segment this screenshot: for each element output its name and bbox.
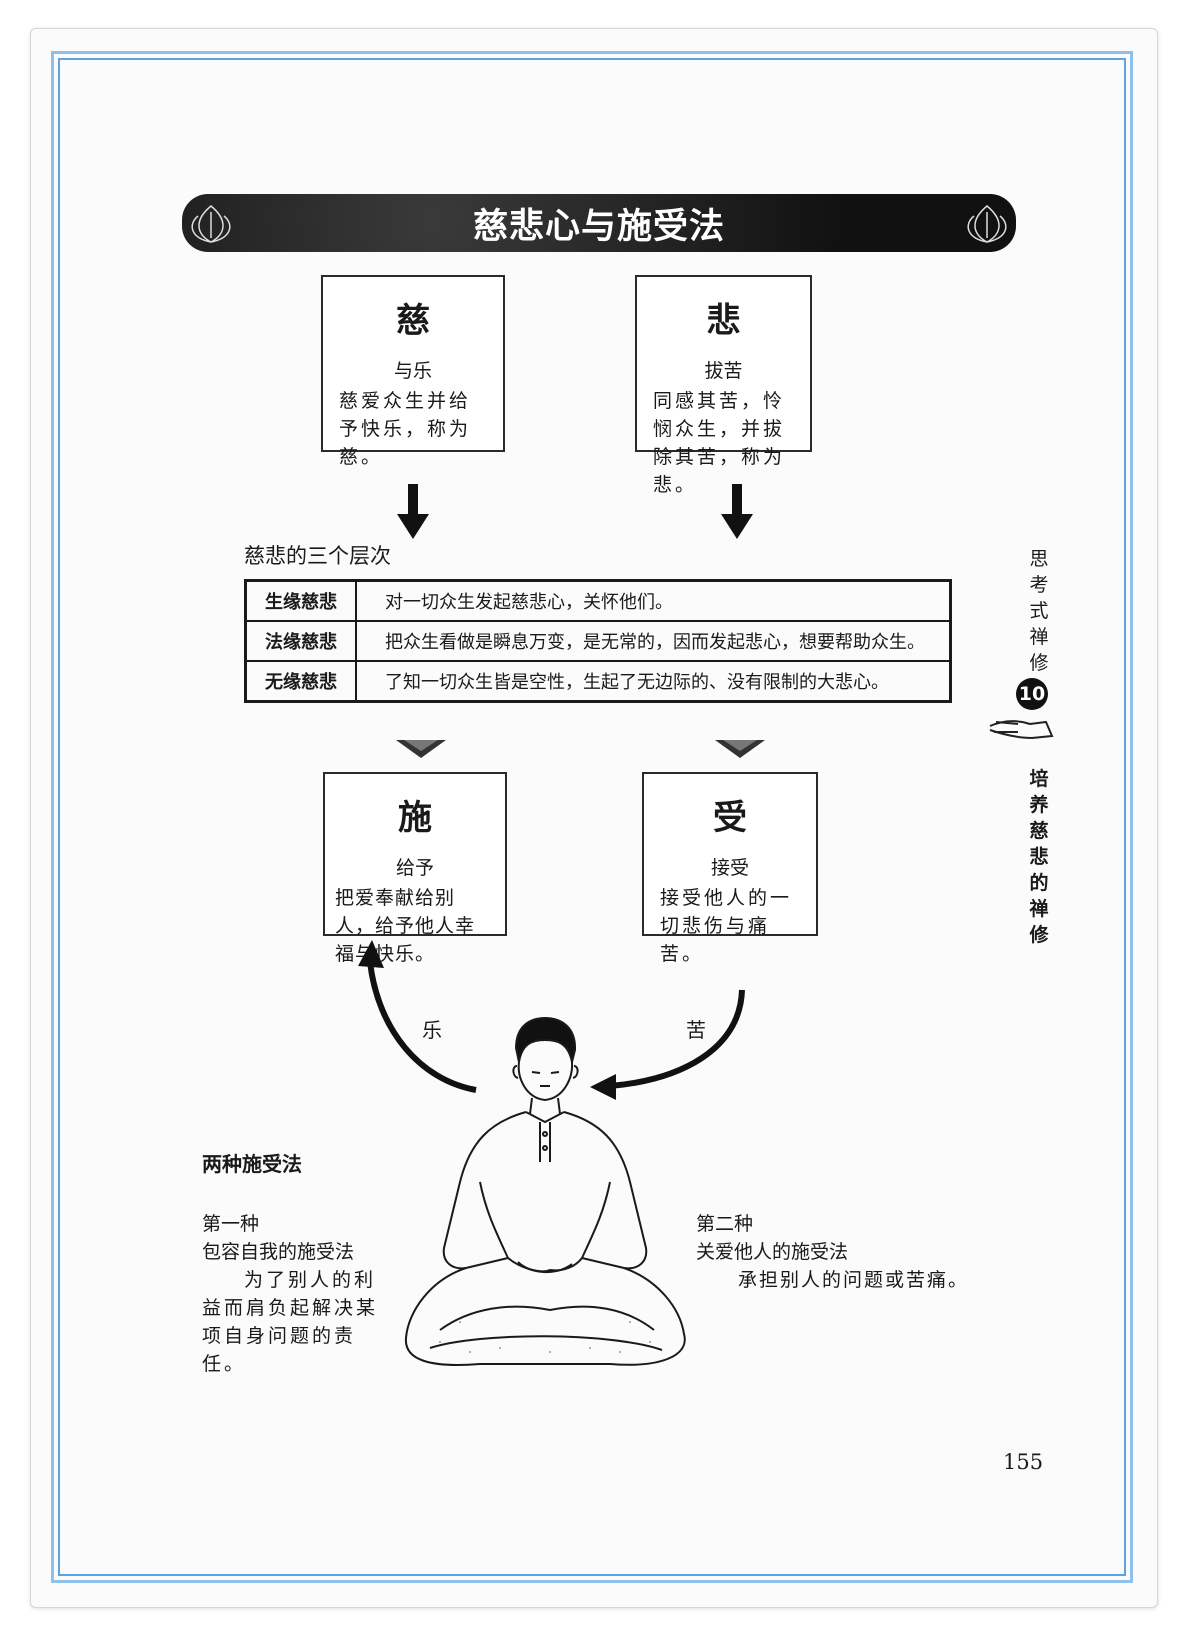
level-name: 生缘慈悲	[244, 579, 357, 622]
level-name: 法缘慈悲	[244, 620, 357, 662]
giving-box: 施 给予 把爱奉献给别人，给予他人幸福与快乐。	[323, 772, 507, 965]
box-title: 受	[713, 798, 747, 838]
lotus-ornament-icon	[191, 205, 231, 243]
box-description: 接受他人的一切悲伤与痛苦。	[660, 887, 793, 965]
table-row: 生缘慈悲 对一切众生发起慈悲心，关怀他们。	[244, 579, 952, 622]
arrow-left-icon	[590, 1074, 616, 1100]
level-description: 对一切众生发起慈悲心，关怀他们。	[355, 579, 952, 622]
box-subtitle: 与乐	[393, 360, 432, 382]
level-description: 把众生看做是瞬息万变，是无常的，因而发起悲心，想要帮助众生。	[355, 620, 952, 662]
arrow-up-icon	[358, 940, 384, 968]
joy-arrow-label: 乐	[422, 1018, 442, 1042]
section-vertical-label: 思考式禅修	[1029, 548, 1049, 674]
suffering-arrow-label: 苦	[686, 1018, 706, 1042]
box-subtitle: 接受	[710, 857, 749, 879]
compassion-bei-box: 悲 拔苦 同感其苦，怜悯众生，并拔除其苦，称为悲。	[635, 275, 812, 496]
down-arrow-icon	[397, 484, 429, 539]
box-title: 悲	[706, 301, 741, 341]
method-2-description: 承担别人的问题或苦痛。	[738, 1269, 970, 1291]
open-hand-icon	[989, 720, 1054, 740]
page-number: 155	[1003, 1450, 1044, 1474]
box-description: 慈爱众生并给予快乐，称为慈。	[339, 390, 472, 468]
chapter-number-badge: 10	[1016, 678, 1048, 710]
method-1-label: 第一种	[202, 1213, 260, 1235]
page-sheet	[30, 28, 1158, 1608]
down-arrow-icon	[721, 484, 753, 539]
compassion-levels-table: 生缘慈悲 对一切众生发起慈悲心，关怀他们。 法缘慈悲 把众生看做是瞬息万变，是无…	[244, 579, 952, 703]
compassion-ci-box: 慈 与乐 慈爱众生并给予快乐，称为慈。	[321, 275, 505, 468]
exchange-arrows	[358, 940, 745, 1100]
method-2-label: 第二种	[696, 1213, 754, 1235]
level-name: 无缘慈悲	[244, 660, 357, 703]
box-description: 把爱奉献给别人，给予他人幸福与快乐。	[335, 887, 476, 965]
box-title: 施	[398, 798, 432, 838]
table-row: 法缘慈悲 把众生看做是瞬息万变，是无常的，因而发起悲心，想要帮助众生。	[244, 620, 952, 662]
page-border-inner	[58, 58, 1126, 1576]
methods-heading: 两种施受法	[202, 1152, 302, 1176]
box-description: 同感其苦，怜悯众生，并拔除其苦，称为悲。	[653, 390, 786, 496]
meditating-figure-illustration	[404, 1016, 686, 1366]
levels-label: 慈悲的三个层次	[244, 544, 391, 568]
level-description: 了知一切众生皆是空性，生起了无边际的、没有限制的大悲心。	[355, 660, 952, 703]
method-1-description: 为了别人的利益而肩负起解决某项自身问题的责任。	[202, 1269, 379, 1375]
page-border-outer	[51, 51, 1133, 1583]
box-subtitle: 给予	[395, 857, 434, 879]
lotus-ornament-icon	[967, 205, 1007, 243]
title-banner: 慈悲心与施受法	[182, 194, 1016, 252]
table-row: 无缘慈悲 了知一切众生皆是空性，生起了无边际的、没有限制的大悲心。	[244, 660, 952, 703]
method-1-name: 包容自我的施受法	[202, 1241, 355, 1263]
chapter-vertical-title: 培养慈悲的禅修	[1029, 768, 1049, 946]
chevron-down-icon	[715, 740, 765, 758]
chevron-down-icon	[396, 740, 446, 758]
page-title: 慈悲心与施受法	[472, 205, 725, 247]
method-2-name: 关爱他人的施受法	[696, 1241, 849, 1263]
box-title: 慈	[396, 301, 430, 341]
box-subtitle: 拔苦	[704, 360, 743, 382]
receiving-box: 受 接受 接受他人的一切悲伤与痛苦。	[642, 772, 818, 965]
